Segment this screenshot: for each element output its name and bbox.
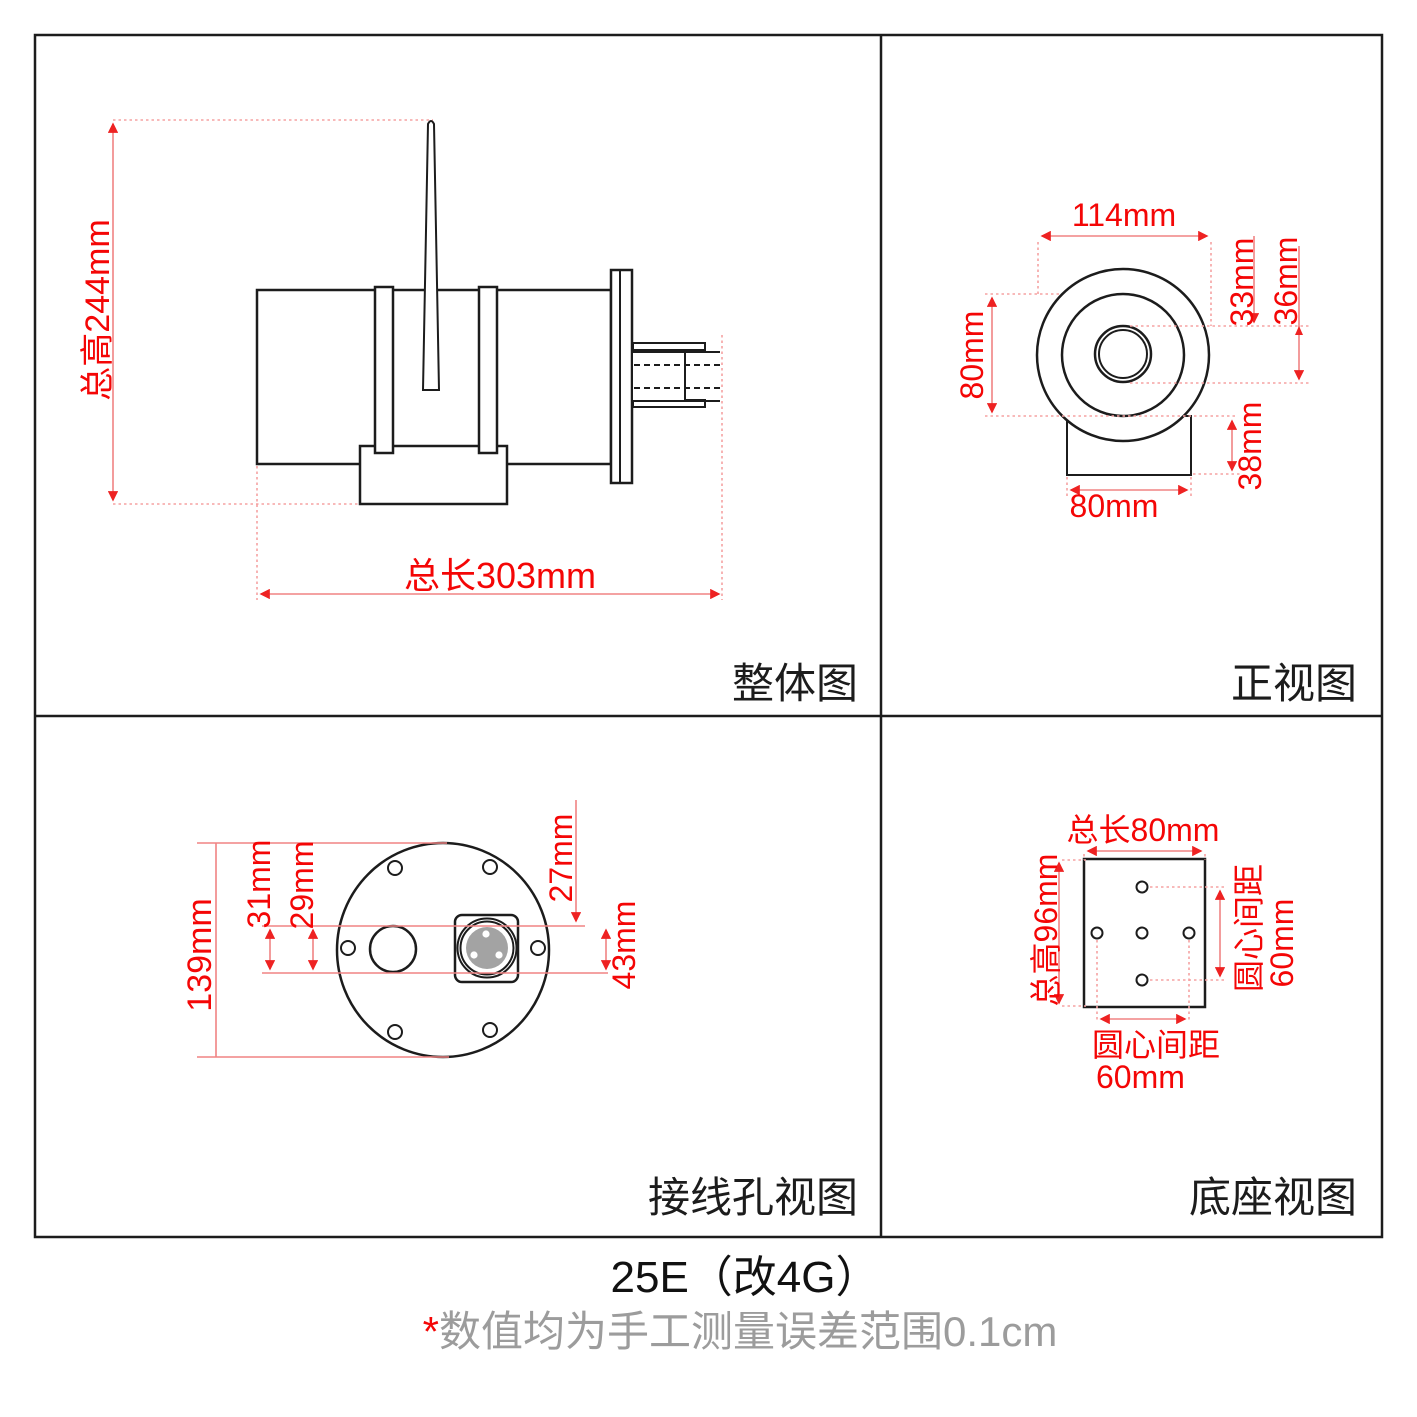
base-hole-center <box>1135 926 1149 940</box>
panel-title-base: 底座视图 <box>1189 1174 1357 1221</box>
dim-total-height-label: 总高244mm <box>79 219 117 400</box>
socket-face <box>466 927 508 969</box>
dim-43-label: 43mm <box>606 901 642 990</box>
screw-hole-top-left <box>387 860 403 876</box>
panel-overall-view: 总高244mm 总长303mm 整体图 <box>79 119 858 707</box>
screw-hole-top-right <box>482 859 498 875</box>
socket-pin-right <box>495 951 503 959</box>
dim-29-label: 29mm <box>284 841 320 930</box>
dim-139-label: 139mm <box>181 898 219 1011</box>
dim-pitch-bottom-label: 圆心间距 <box>1092 1027 1220 1063</box>
dim-base-length-label: 总长80mm <box>1067 812 1220 848</box>
connector-top-bar <box>632 342 706 351</box>
connector-body <box>631 351 686 402</box>
lens-outer-ring <box>1093 324 1153 384</box>
socket-pin-top <box>482 930 490 938</box>
panel-front-view: 114mm 80mm 33mm 36mm 38mm 80mm 正视图 <box>954 197 1357 707</box>
panel-wiring-view: 139mm 31mm 29mm 27mm 43mm 接线孔视图 <box>181 800 858 1221</box>
screw-hole-bottom-left <box>387 1024 403 1040</box>
dim-36-upper-arrow <box>1295 326 1303 335</box>
dim-base-height-label: 总高96mm <box>1028 854 1064 1007</box>
mount-bracket-front <box>373 285 395 455</box>
mounting-base-block <box>358 444 509 506</box>
panel-title-wiring: 接线孔视图 <box>648 1174 858 1221</box>
dim-33-label: 33mm <box>1224 238 1260 327</box>
page-border <box>33 33 1384 1239</box>
dim-114-label: 114mm <box>1072 197 1176 233</box>
socket-inner-ring <box>459 920 515 976</box>
measurement-note: *数值均为手工测量误差范围0.1cm <box>423 1308 1058 1355</box>
dim-total-length-label: 总长303mm <box>404 555 596 596</box>
rear-flange <box>609 268 634 485</box>
socket-pin-left <box>470 951 478 959</box>
dim-31-label: 31mm <box>241 840 277 929</box>
cable-gland-hole <box>368 924 418 974</box>
note-asterisk: * <box>423 1308 439 1355</box>
base-hole-top <box>1135 880 1149 894</box>
screw-hole-mid-left <box>340 940 356 956</box>
panel-title-front: 正视图 <box>1231 660 1357 707</box>
note-text: 数值均为手工测量误差范围0.1cm <box>439 1308 1057 1355</box>
base-hole-bottom <box>1135 973 1149 987</box>
dim-38-label: 38mm <box>1232 402 1268 491</box>
dim-pitch-right-value: 60mm <box>1264 899 1300 988</box>
dim-80-left-label: 80mm <box>954 311 990 400</box>
model-caption: 25E（改4G） <box>611 1253 880 1302</box>
panel-title-overall: 整体图 <box>732 660 858 707</box>
base-hole-left <box>1090 926 1104 940</box>
panel-base-view: 总长80mm 总高96mm 圆心间距 60mm 圆心间距 60mm 底座视图 <box>1028 812 1357 1221</box>
lens-inner-ring <box>1098 329 1148 379</box>
screw-hole-bottom-right <box>482 1022 498 1038</box>
dim-27-label: 27mm <box>543 814 579 903</box>
mount-bracket-rear <box>477 285 499 455</box>
dim-36-label: 36mm <box>1268 237 1304 326</box>
screw-hole-mid-right <box>530 940 546 956</box>
antenna-shape <box>421 120 441 391</box>
base-hole-right <box>1182 926 1196 940</box>
dim-80-bottom-label: 80mm <box>1070 488 1159 524</box>
dim-pitch-bottom-value: 60mm <box>1096 1059 1185 1095</box>
dim-pitch-right-label: 圆心间距 <box>1231 864 1267 992</box>
